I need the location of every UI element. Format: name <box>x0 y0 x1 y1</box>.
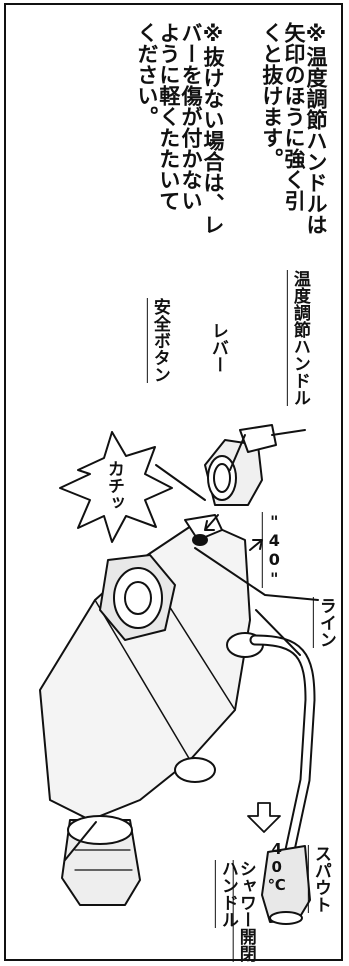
note-stuck-handle: ※抜けない場合は、レ バーを傷が付かない ように軽くたたいて ください。 <box>134 22 225 235</box>
label-forty-mark: "40" <box>264 512 284 588</box>
label-temperature-40: 40℃ <box>267 840 286 894</box>
label-click-sound: カチッ <box>103 460 124 511</box>
label-shower-handle: シャワー開閉 ハンドル <box>217 860 256 962</box>
label-lever: レバー <box>207 322 228 373</box>
label-spout: スパウト <box>310 845 331 913</box>
note-handle-removal: ※温度調節ハンドルは 矢印のほうに強く引 くと抜けます。 <box>259 22 328 235</box>
page-border <box>4 3 343 961</box>
label-temperature-handle: 温度調節ハンドル <box>289 270 310 406</box>
label-safety-button: 安全ボタン <box>149 298 170 383</box>
label-line: ライン <box>315 597 336 648</box>
